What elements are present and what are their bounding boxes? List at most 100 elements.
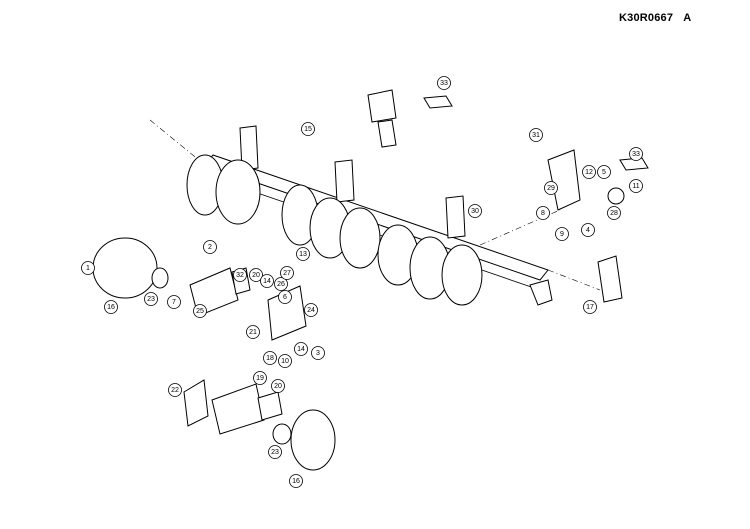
callout-circle: [260, 274, 274, 288]
callout-circle: [529, 128, 543, 142]
callout-30: 30: [468, 204, 482, 218]
callout-circle: [253, 371, 267, 385]
callout-circle: [536, 206, 550, 220]
callout-label: 19: [256, 375, 264, 382]
plate-33-top: [423, 95, 453, 109]
callout-label: 8: [541, 210, 545, 217]
callout-8: 8: [536, 206, 550, 220]
callout-label: 27: [283, 270, 291, 277]
callout-circle: [233, 268, 247, 282]
callout-label: 7: [172, 299, 176, 306]
callout-4: 4: [581, 223, 595, 237]
clamp-22: [183, 379, 209, 427]
callout-circle: [582, 165, 596, 179]
arm-19: [211, 383, 265, 435]
callout-circle: [289, 474, 303, 488]
callout-label: 23: [147, 296, 155, 303]
frame-bracket-1: [239, 125, 259, 171]
callout-circle: [271, 379, 285, 393]
callout-label: 13: [299, 251, 307, 258]
callout-circle: [301, 122, 315, 136]
callout-16: 16: [104, 300, 118, 314]
callout-circle: [203, 240, 217, 254]
callout-label: 28: [610, 210, 618, 217]
callout-label: 22: [171, 387, 179, 394]
callout-23: 23: [268, 445, 282, 459]
end-plate: [529, 279, 553, 306]
callout-label: 16: [292, 478, 300, 485]
callout-circle: [607, 206, 621, 220]
callout-circle: [249, 268, 263, 282]
callout-10: 10: [278, 354, 292, 368]
callout-circle: [280, 266, 294, 280]
hub-23-bottom: [272, 423, 292, 445]
callout-27: 27: [280, 266, 294, 280]
callout-33: 33: [437, 76, 451, 90]
arm-21: [267, 285, 307, 341]
callout-circle: [597, 165, 611, 179]
callout-label: 9: [560, 231, 564, 238]
callout-circle: [278, 354, 292, 368]
disc-gang-assembly: [149, 119, 601, 306]
callout-14: 14: [294, 342, 308, 356]
disc-16-top: [92, 237, 158, 299]
callout-32: 32: [233, 268, 247, 282]
callout-21: 21: [246, 325, 260, 339]
callout-label: 29: [547, 185, 555, 192]
callout-circle: [167, 295, 181, 309]
callout-label: 14: [263, 278, 271, 285]
callout-label: 2: [208, 244, 212, 251]
callout-20: 20: [271, 379, 285, 393]
callout-circle: [104, 300, 118, 314]
left-disc-set: [92, 237, 307, 341]
disc-5: [339, 207, 381, 269]
callout-circle: [81, 261, 95, 275]
disc-8: [441, 244, 483, 306]
callout-circle: [581, 223, 595, 237]
callout-circle: [629, 179, 643, 193]
callout-6: 6: [278, 290, 292, 304]
callout-circle: [629, 147, 643, 161]
callout-label: 31: [532, 132, 540, 139]
callout-label: 3: [316, 350, 320, 357]
callout-circle: [544, 181, 558, 195]
bottom-disc-set: [183, 379, 336, 471]
callout-circle: [268, 445, 282, 459]
callout-16: 16: [289, 474, 303, 488]
callout-20: 20: [249, 268, 263, 282]
callout-circle: [304, 303, 318, 317]
callout-label: 5: [602, 169, 606, 176]
callout-3: 3: [311, 346, 325, 360]
callout-2: 2: [203, 240, 217, 254]
callout-circle: [278, 290, 292, 304]
disc-16-bottom: [290, 409, 336, 471]
callout-label: 17: [586, 304, 594, 311]
callout-5: 5: [597, 165, 611, 179]
callout-label: 18: [266, 355, 274, 362]
right-side-parts: [547, 149, 649, 303]
frame-bracket-3: [445, 195, 466, 239]
callout-label: 6: [283, 294, 287, 301]
callout-label: 32: [236, 272, 244, 279]
callout-7: 7: [167, 295, 181, 309]
callout-circle: [274, 277, 288, 291]
spring-cylinder: [547, 149, 581, 211]
callout-28: 28: [607, 206, 621, 220]
callout-17: 17: [583, 300, 597, 314]
callout-label: 25: [196, 308, 204, 315]
callout-circle: [193, 304, 207, 318]
callout-33: 33: [629, 147, 643, 161]
callout-11: 11: [629, 179, 643, 193]
callout-label: 10: [281, 358, 289, 365]
end-bracket-17: [597, 255, 623, 303]
centerline-right: [547, 269, 601, 291]
callout-label: 33: [632, 151, 640, 158]
callout-29: 29: [544, 181, 558, 195]
callout-22: 22: [168, 383, 182, 397]
callout-18: 18: [263, 351, 277, 365]
frame-bracket-2: [334, 159, 355, 203]
callout-label: 26: [277, 281, 285, 288]
